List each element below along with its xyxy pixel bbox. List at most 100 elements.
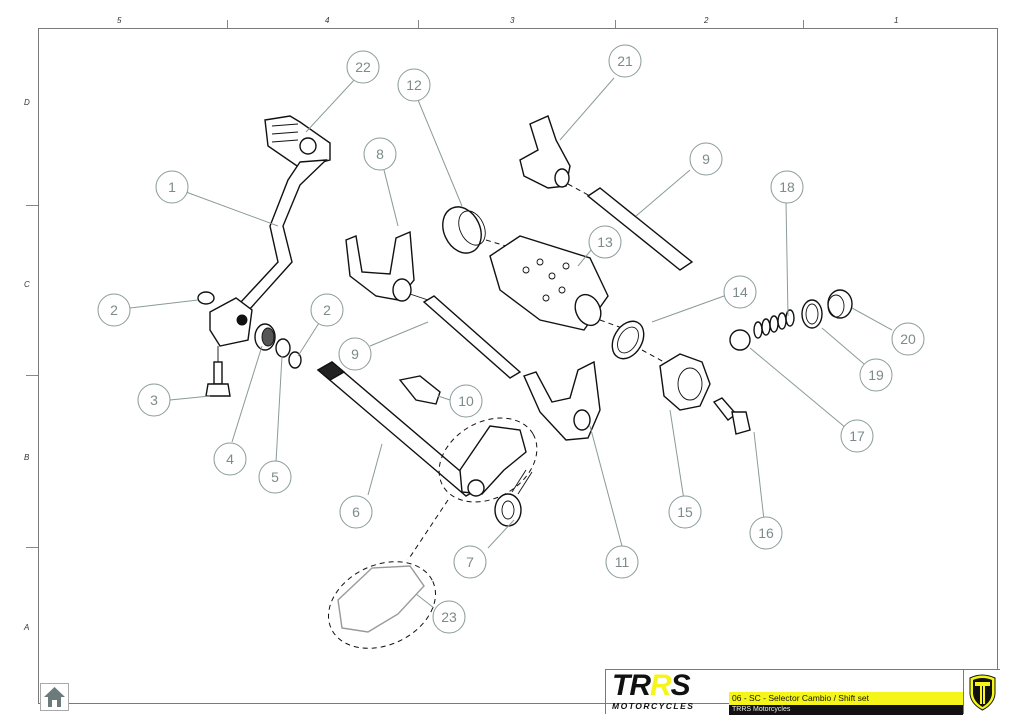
part-23-selector-assembly [328,417,538,649]
callout-6: 6 [339,495,373,529]
logo-letter: R [629,669,651,702]
callout-3: 3 [137,383,171,417]
svg-text:17: 17 [849,428,865,444]
svg-text:16: 16 [758,525,774,541]
zone-tick [615,20,616,28]
part-7-return-spring [494,469,533,527]
callout-11: 11 [605,545,639,579]
logo-letter: T [612,669,630,702]
part-9-fork-rod [422,295,522,379]
part-6-shift-shaft [316,361,482,497]
zone-row-label: D [24,98,30,107]
part-17-ball [729,329,751,351]
svg-text:22: 22 [355,59,371,75]
svg-text:7: 7 [466,554,474,570]
callout-1: 1 [155,170,189,204]
zone-column-label: 3 [510,16,515,25]
callout-7: 7 [453,545,487,579]
part-10-pin [398,375,441,405]
logo-wordmark: TRRS [612,669,691,702]
part-12-bearing [442,206,486,254]
zone-tick [803,20,804,28]
svg-text:4: 4 [226,451,234,467]
callout-4: 4 [213,442,247,476]
part-20-plug [827,289,853,319]
zone-tick [418,20,419,28]
leader-lines [129,77,893,609]
logo-letter: R [650,669,672,702]
callout-9: 9 [689,142,723,176]
drawing-frame [38,28,998,704]
svg-text:6: 6 [352,504,360,520]
callout-19: 19 [859,358,893,392]
zone-tick [26,547,38,548]
callout-18: 18 [770,170,804,204]
callout-12: 12 [397,68,431,102]
zone-column-label: 2 [704,16,709,25]
part-2-circlip [197,291,215,305]
callout-2: 2 [97,293,131,327]
zone-row-label: B [24,453,30,462]
shield-logo-box [963,670,1001,714]
svg-text:15: 15 [677,504,693,520]
logo-subtext: MOTORCYCLES [612,701,695,711]
zone-tick [26,375,38,376]
callout-17: 17 [840,419,874,453]
svg-text:3: 3 [150,392,158,408]
svg-text:23: 23 [441,609,457,625]
svg-text:1: 1 [168,179,176,195]
part-21-shift-fork [519,115,571,189]
callout-2: 2 [310,293,344,327]
part-1-shift-lever [209,159,328,347]
svg-text:20: 20 [900,331,916,347]
svg-text:11: 11 [615,554,630,570]
svg-text:10: 10 [458,393,474,409]
svg-text:5: 5 [271,469,279,485]
svg-text:14: 14 [732,284,748,300]
part-3-bolt [205,346,231,397]
zone-row-label: C [24,280,30,289]
callout-5: 5 [258,460,292,494]
svg-text:8: 8 [376,146,384,162]
part-11-shift-fork [523,360,601,441]
part-15-star-wheel [659,353,711,411]
svg-text:19: 19 [868,367,884,383]
callout-16: 16 [749,516,783,550]
svg-text:18: 18 [779,179,795,195]
callout-23: 23 [432,600,466,634]
trrs-logo: TRRS MOTORCYCLES [606,670,726,714]
callout-10: 10 [449,384,483,418]
part-8-shift-fork [345,230,415,302]
zone-column-label: 4 [325,16,330,25]
trrs-shield-icon [969,674,996,711]
callout-22: 22 [346,50,380,84]
callout-21: 21 [608,44,642,78]
zone-tick [26,205,38,206]
callout-20: 20 [891,322,925,356]
part-13-shift-drum [489,235,609,331]
callout-9: 9 [338,337,372,371]
company-name: TRRS Motorcycles [729,705,963,715]
svg-text:2: 2 [323,302,331,318]
part-22-shift-tip [264,115,331,169]
part-5-washer [275,338,291,358]
zone-tick [227,20,228,28]
svg-text:13: 13 [597,234,613,250]
svg-text:2: 2 [110,302,118,318]
zone-column-label: 5 [117,16,122,25]
home-button[interactable] [40,683,69,711]
svg-text:21: 21 [617,53,633,69]
callout-8: 8 [363,137,397,171]
zone-column-label: 1 [894,16,899,25]
callout-15: 15 [668,495,702,529]
home-icon [44,687,65,707]
part-18-detent-spring [753,309,795,339]
svg-text:9: 9 [351,346,359,362]
svg-text:9: 9 [702,151,710,167]
title-block: TRRS MOTORCYCLES 06 - SC - Selector Camb… [605,669,1001,715]
logo-letter: S [670,669,691,702]
drawing-title: 06 - SC - Selector Cambio / Shift set [729,692,963,705]
part-14-seal [611,320,645,360]
svg-text:12: 12 [406,77,422,93]
